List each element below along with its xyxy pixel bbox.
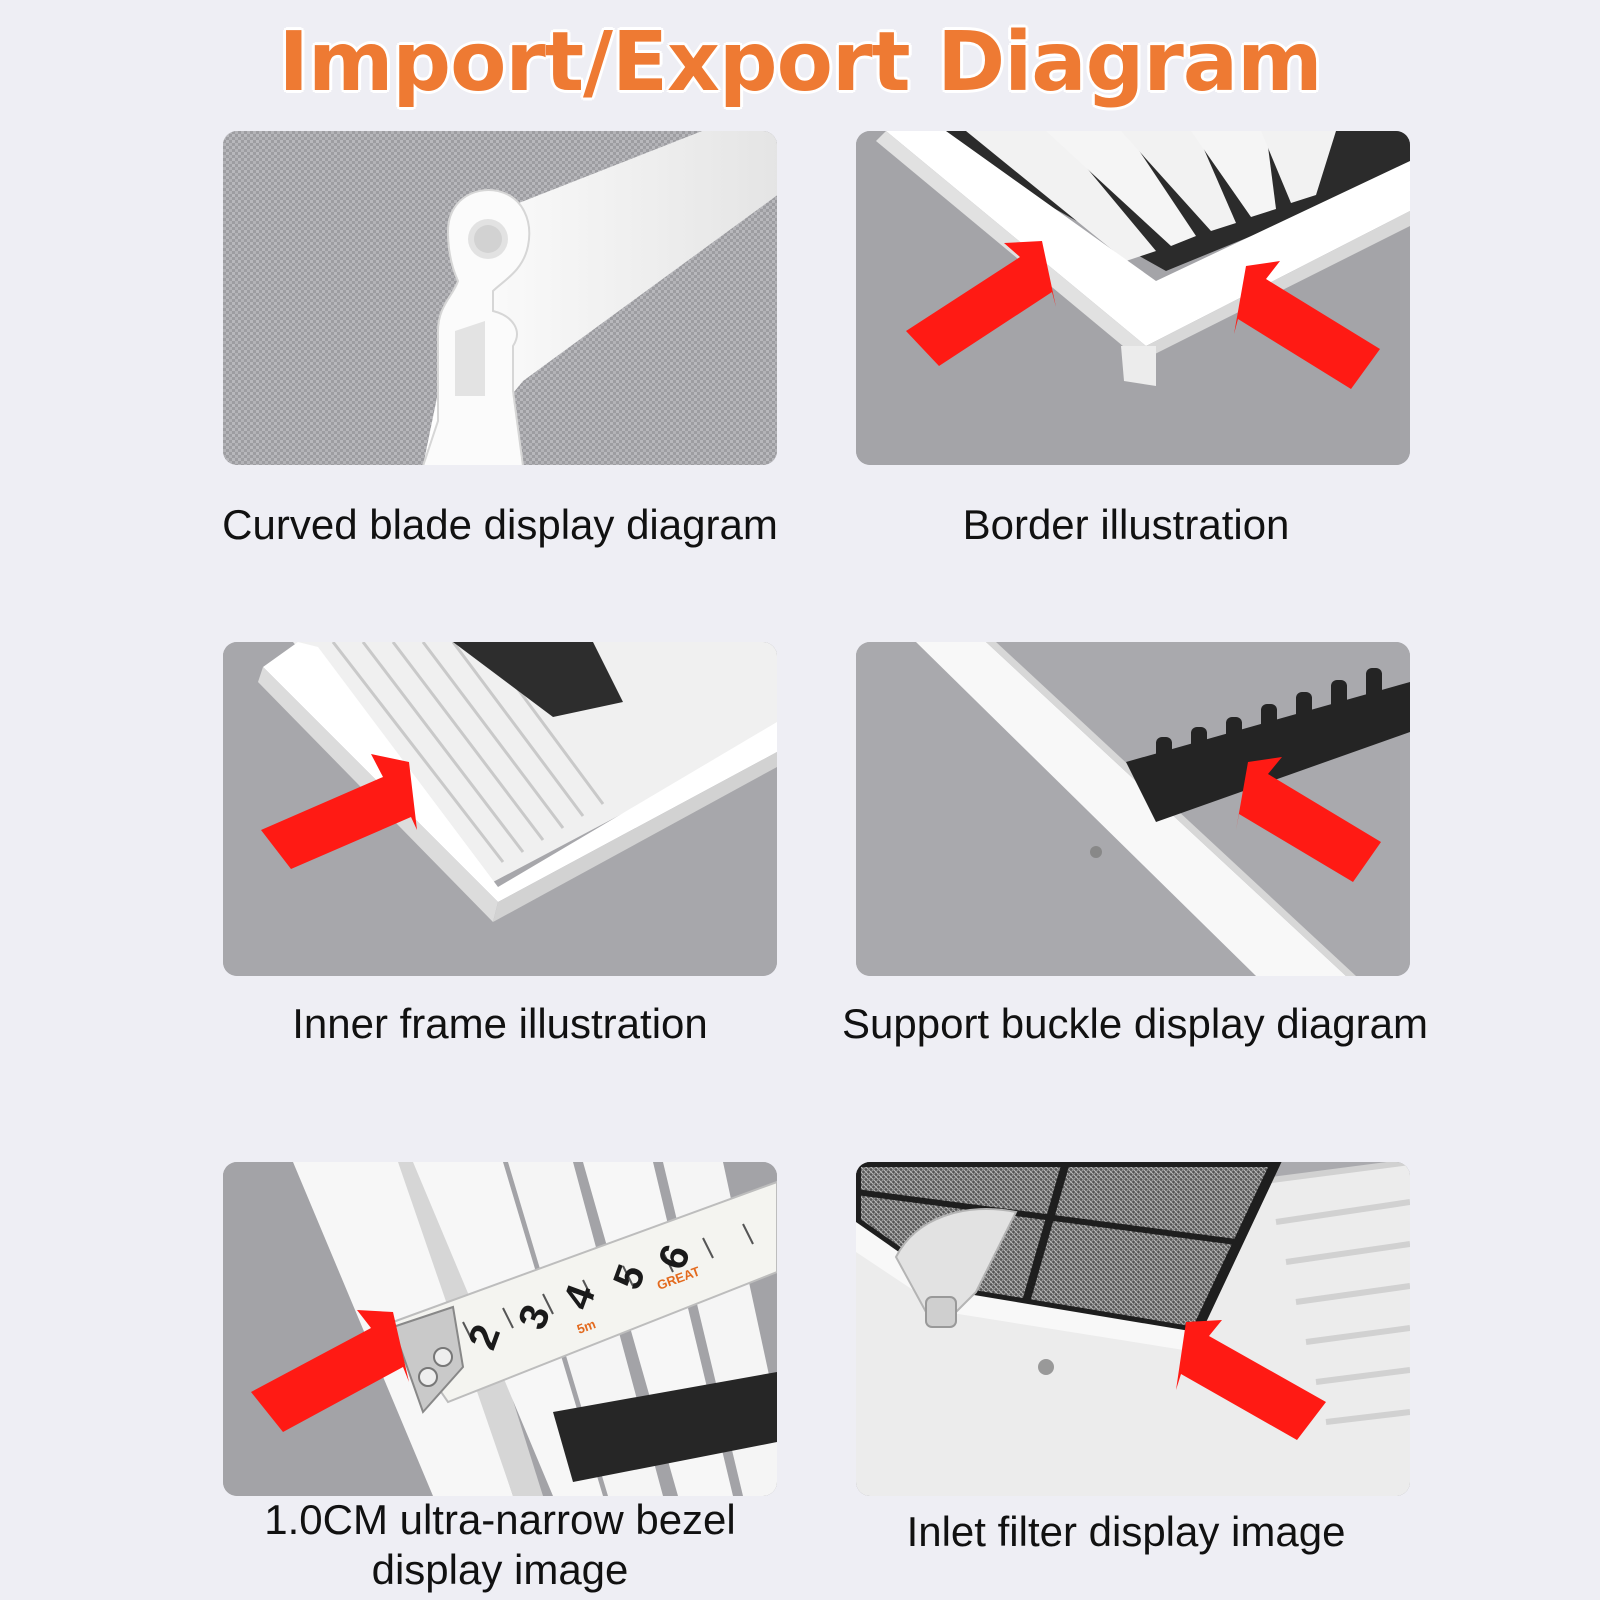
arrow-icon <box>261 754 417 869</box>
support-buckle-illustration <box>856 642 1410 976</box>
caption-narrow-bezel: 1.0CM ultra-narrow bezel display image <box>264 1496 736 1593</box>
support-buckle-photo <box>856 642 1410 976</box>
caption-inlet-filter: Inlet filter display image <box>906 1508 1346 1555</box>
narrow-bezel-photo: 2 3 4 5 6 5m GREAT <box>223 1162 777 1496</box>
arrow-icon <box>251 1310 409 1432</box>
page-title: Import/Export Diagram <box>278 15 1322 110</box>
inlet-filter-illustration <box>856 1162 1410 1496</box>
border-photo <box>856 131 1410 465</box>
arrow-icon <box>1236 757 1381 882</box>
arrow-icon <box>1234 261 1380 389</box>
arrow-icon <box>906 241 1056 366</box>
tape-mark: 5m <box>575 1316 598 1337</box>
curved-blade-illustration <box>223 131 777 465</box>
inner-frame-illustration <box>223 642 777 976</box>
inlet-filter-photo <box>856 1162 1410 1496</box>
caption-inner-frame: Inner frame illustration <box>292 1000 708 1047</box>
border-illustration <box>856 131 1410 465</box>
narrow-bezel-illustration: 2 3 4 5 6 5m GREAT <box>223 1162 777 1496</box>
inner-frame-photo <box>223 642 777 976</box>
caption-border: Border illustration <box>962 501 1290 548</box>
curved-blade-photo <box>223 131 777 465</box>
arrow-icon <box>1176 1320 1326 1440</box>
caption-support-buckle: Support buckle display diagram <box>842 1000 1428 1047</box>
caption-curved-blade: Curved blade display diagram <box>222 501 778 548</box>
